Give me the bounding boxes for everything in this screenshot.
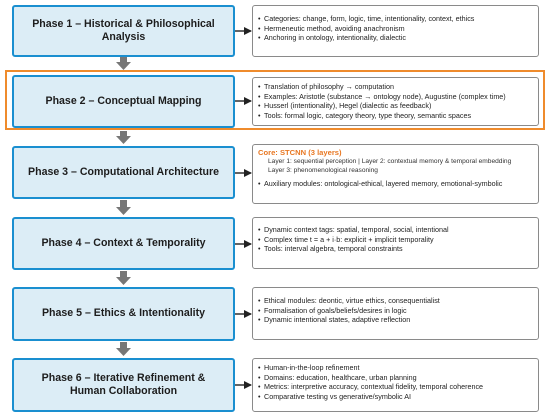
detail-item: Tools: interval algebra, temporal constr… (258, 244, 532, 254)
detail-item: Ethical modules: deontic, virtue ethics,… (258, 296, 532, 306)
flow-arrow-3-4 (116, 200, 131, 215)
phase-1-box: Phase 1 – Historical & Philosophical Ana… (12, 5, 235, 57)
phase-6-box: Phase 6 – Iterative Refinement & Human C… (12, 358, 235, 412)
detail-item: Domains: education, healthcare, urban pl… (258, 373, 532, 383)
detail-item: Formalisation of goals/beliefs/desires i… (258, 306, 532, 316)
detail-item: Examples: Aristotle (substance → ontolog… (258, 92, 532, 102)
phase-2-box: Phase 2 – Conceptual Mapping (12, 75, 235, 128)
flow-arrow-2-3 (116, 131, 131, 144)
phase-4-box: Phase 4 – Context & Temporality (12, 217, 235, 270)
phase-6-title: Phase 6 – Iterative Refinement & Human C… (41, 371, 206, 398)
detail-item: Dynamic context tags: spatial, temporal,… (258, 225, 532, 235)
flow-arrow-4-5 (116, 271, 131, 285)
detail-item: Categories: change, form, logic, time, i… (258, 14, 532, 24)
core-stcnn-title: Core: STCNN (3 layers) (258, 148, 342, 157)
detail-item: Metrics: interpretive accuracy, contextu… (258, 382, 532, 392)
phase-1-details: Categories: change, form, logic, time, i… (252, 5, 539, 57)
phase-5-title: Phase 5 – Ethics & Intentionality (41, 307, 206, 320)
phase-3-title: Phase 3 – Computational Architecture (28, 165, 219, 178)
phase-5-details: Ethical modules: deontic, virtue ethics,… (252, 287, 539, 340)
phase-2-highlight-frame (5, 70, 545, 130)
detail-item: Translation of philosophy → computation (258, 82, 532, 92)
phase-3-box: Phase 3 – Computational Architecture (12, 146, 235, 199)
detail-item: Dynamic intentional states, adaptive ref… (258, 315, 532, 325)
phase-5-box: Phase 5 – Ethics & Intentionality (12, 287, 235, 341)
phase-2-details: Translation of philosophy → computation … (252, 77, 539, 126)
phase-4-title: Phase 4 – Context & Temporality (41, 236, 206, 249)
detail-item: Tools: formal logic, category theory, ty… (258, 111, 532, 121)
detail-item: Husserl (intentionality), Hegel (dialect… (258, 101, 532, 111)
phase-3-details: Core: STCNN (3 layers) Layer 1: sequenti… (252, 144, 539, 204)
detail-item: Anchoring in ontology, intentionality, d… (258, 33, 532, 43)
detail-item: Complex time t = a + i·b: explicit + imp… (258, 235, 532, 245)
flow-arrow-1-2 (116, 57, 131, 70)
detail-item: Comparative testing vs generative/symbol… (258, 392, 532, 402)
phase-4-details: Dynamic context tags: spatial, temporal,… (252, 217, 539, 269)
detail-item: Human-in-the-loop refinement (258, 363, 532, 373)
layer-line: Layer 1: sequential perception | Layer 2… (268, 158, 512, 165)
layer-line: Layer 3: phenomenological reasoning (268, 166, 378, 174)
flow-arrow-5-6 (116, 342, 131, 356)
phase-6-details: Human-in-the-loop refinement Domains: ed… (252, 358, 539, 412)
phase-2-title: Phase 2 – Conceptual Mapping (45, 94, 202, 107)
detail-item: Auxiliary modules: ontological-ethical, … (258, 179, 532, 189)
detail-item: Hermeneutic method, avoiding anachronism (258, 24, 532, 34)
phase-1-title: Phase 1 – Historical & Philosophical Ana… (32, 17, 215, 44)
